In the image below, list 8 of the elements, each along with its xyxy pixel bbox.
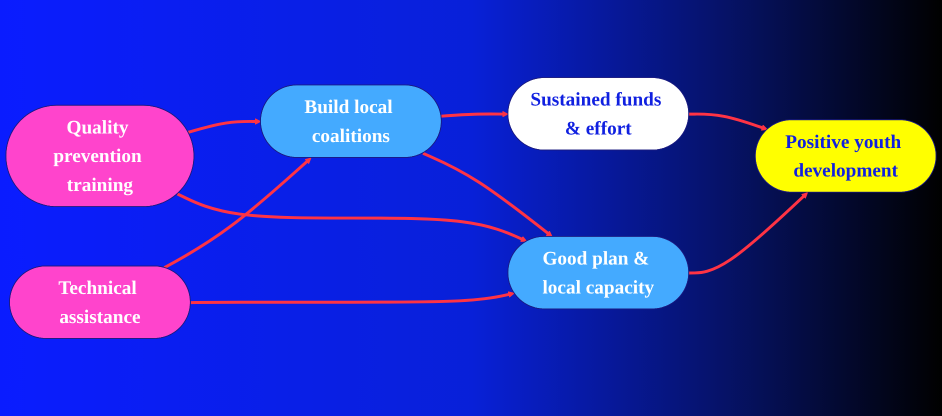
arrow (422, 152, 553, 238)
arrow (190, 291, 515, 304)
arrow (176, 192, 528, 242)
arrow (188, 118, 262, 134)
arrow (689, 112, 768, 131)
arrow (164, 158, 312, 269)
arrow (441, 110, 509, 118)
arrow (689, 192, 808, 274)
